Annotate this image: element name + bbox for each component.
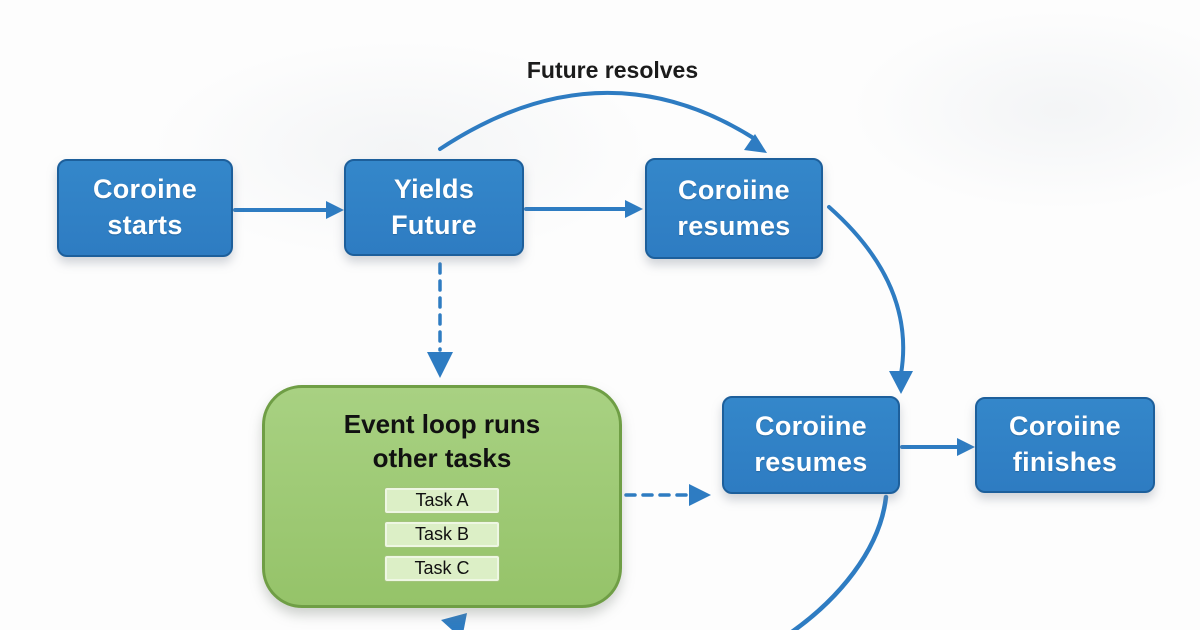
arrow-resumes-top-to-bottom-arc xyxy=(827,205,913,394)
arrow-starts-to-yields xyxy=(233,201,344,219)
task-a-chip: Task A xyxy=(384,486,500,514)
arrow-yields-to-resumes xyxy=(524,200,643,218)
arrow-loopback-curve xyxy=(441,494,889,630)
node-coroutine-resumes-bottom: Coroiine resumes xyxy=(722,396,900,494)
node-coroutine-resumes-top: Coroiine resumes xyxy=(645,158,823,259)
task-b-chip: Task B xyxy=(384,520,500,548)
event-loop-title: Event loop runs other tasks xyxy=(343,409,541,474)
arrow-resumes-to-finishes xyxy=(900,438,975,456)
node-yields-future: Yields Future xyxy=(344,159,524,256)
arrow-yields-to-eventloop-dashed xyxy=(427,262,453,378)
event-loop-container: Event loop runs other tasks Task A Task … xyxy=(262,385,622,608)
arrow-eventloop-to-resumes-dashed xyxy=(624,484,711,506)
arrow-future-resolves-arc xyxy=(438,90,767,153)
future-resolves-label: Future resolves xyxy=(526,57,699,83)
task-c-chip: Task C xyxy=(384,554,500,582)
node-coroutine-starts: Coroine starts xyxy=(57,159,233,257)
task-list: Task A Task B Task C xyxy=(384,486,500,582)
node-coroutine-finishes: Coroiine finishes xyxy=(975,397,1155,493)
